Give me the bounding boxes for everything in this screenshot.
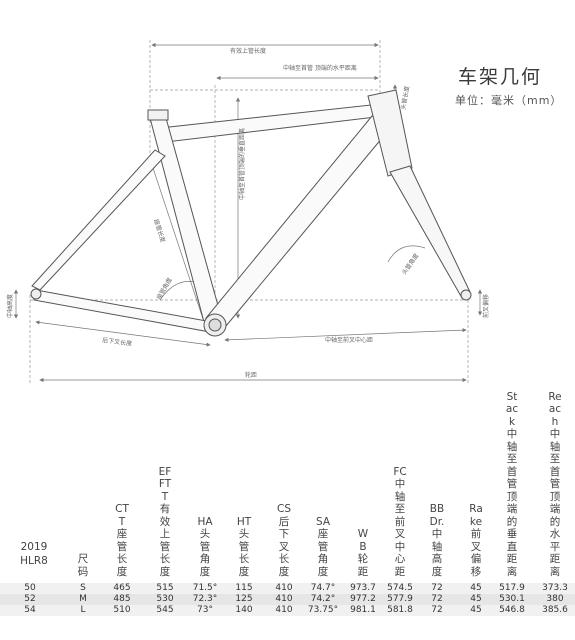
head-angle-arc bbox=[387, 245, 426, 263]
table-row bbox=[0, 605, 575, 616]
model-year-label: 2019 HLR8 bbox=[14, 540, 54, 568]
table-cell: 546.8 bbox=[499, 605, 525, 615]
table-cell: 410 bbox=[275, 605, 293, 615]
bike-frame bbox=[30, 89, 472, 337]
table-cell: 465 bbox=[113, 583, 131, 593]
table-cell: 74.2° bbox=[310, 594, 336, 604]
table-cell: 981.1 bbox=[350, 605, 376, 615]
label-seat-tube: 座管长度 bbox=[152, 218, 167, 243]
table-cell: 115 bbox=[235, 583, 253, 593]
row-label: 50 bbox=[24, 583, 36, 593]
table-cell: 385.6 bbox=[542, 605, 568, 615]
year-text: 2019 bbox=[20, 541, 48, 553]
table-cell: 71.5° bbox=[192, 583, 218, 593]
column-header-10: Rake前叉偏移 bbox=[469, 503, 483, 578]
table-row bbox=[0, 594, 575, 605]
table-cell: 125 bbox=[235, 594, 253, 604]
table-cell: 72 bbox=[431, 583, 443, 593]
column-header-11: Stack中轴至首管顶端的垂直距离 bbox=[505, 390, 519, 578]
column-header-7: WB轮距 bbox=[357, 528, 369, 578]
table-cell: 73.75° bbox=[307, 605, 339, 615]
label-fork-offset: 前叉偏移 bbox=[482, 294, 490, 318]
table-cell: 517.9 bbox=[499, 583, 525, 593]
table-cell: 45 bbox=[470, 594, 482, 604]
table-cell: 485 bbox=[113, 594, 131, 604]
column-header-8: FC中轴至前叉中心距 bbox=[393, 465, 407, 578]
table-cell: 73° bbox=[197, 605, 213, 615]
table-cell: 973.7 bbox=[350, 583, 376, 593]
table-cell: 45 bbox=[470, 583, 482, 593]
table-cell: 373.3 bbox=[542, 583, 568, 593]
label-seat-angle: 座管角度 bbox=[155, 276, 174, 301]
chainstay-dim bbox=[35, 320, 211, 347]
column-header-5: CS后下叉长度 bbox=[277, 503, 291, 578]
row-label: 54 bbox=[24, 605, 36, 615]
label-wheelbase: 轮距 bbox=[245, 371, 257, 379]
label-front-center: 中轴至前叉中心距 bbox=[325, 336, 373, 344]
page-title: 车架几何 bbox=[458, 66, 543, 88]
label-bb-drop: 中轴高度 bbox=[6, 294, 14, 318]
label-effective-top-tube: 有效上管长度 bbox=[230, 47, 266, 55]
table-cell: 574.5 bbox=[387, 583, 413, 593]
table-cell: 515 bbox=[156, 583, 174, 593]
column-header-4: HT头管长度 bbox=[236, 515, 252, 578]
model-text: HLR8 bbox=[20, 555, 48, 567]
seat-tube-dim bbox=[151, 164, 206, 326]
column-header-9: BBDr.中轴高度 bbox=[429, 503, 445, 578]
table-cell: 74.7° bbox=[310, 583, 336, 593]
table-cell: 581.8 bbox=[387, 605, 413, 615]
table-cell: 530.1 bbox=[499, 594, 525, 604]
table-cell: 380 bbox=[546, 594, 564, 604]
label-head-angle: 头管角度 bbox=[400, 252, 420, 276]
table-cell: 72 bbox=[431, 605, 443, 615]
frame-geometry-diagram: 有效上管长度 中轴至首管 顶端的水平距离 中轴至首管顶端的垂直距离 座管长度 座… bbox=[6, 40, 490, 385]
table-cell: M bbox=[79, 594, 87, 604]
column-header-1: CTT座管长度 bbox=[115, 503, 129, 578]
table-cell: 510 bbox=[113, 605, 131, 615]
table-cell: L bbox=[80, 605, 86, 615]
row-label: 52 bbox=[24, 594, 36, 604]
table-cell: 45 bbox=[470, 605, 482, 615]
label-head-tube: 头管长度 bbox=[399, 85, 411, 110]
label-chainstay: 后下叉长度 bbox=[102, 336, 133, 348]
table-cell: 530 bbox=[156, 594, 174, 604]
label-stack: 中轴至首管顶端的垂直距离 bbox=[238, 128, 246, 200]
table-cell: 577.9 bbox=[387, 594, 413, 604]
table-cell: 410 bbox=[275, 594, 293, 604]
table-cell: 410 bbox=[275, 583, 293, 593]
column-header-6: SA座管角度 bbox=[315, 515, 331, 578]
column-header-0: 尺码 bbox=[77, 553, 89, 578]
table-cell: 977.2 bbox=[350, 594, 376, 604]
column-header-2: EFFTT有效上管长度 bbox=[158, 465, 172, 578]
label-reach: 中轴至首管 顶端的水平距离 bbox=[283, 64, 357, 72]
front-center-dim bbox=[224, 328, 467, 342]
column-header-3: HA头管角度 bbox=[197, 515, 213, 578]
table-cell: 72 bbox=[431, 594, 443, 604]
table-cell: S bbox=[80, 583, 86, 593]
seat-angle-arc bbox=[159, 281, 196, 301]
table-cell: 140 bbox=[235, 605, 253, 615]
column-header-12: Reach中轴至首管顶端的水平距离 bbox=[548, 390, 562, 578]
table-row bbox=[0, 583, 575, 594]
table-cell: 545 bbox=[156, 605, 174, 615]
unit-label: 单位：毫米（mm） bbox=[455, 94, 563, 107]
table-cell: 72.3° bbox=[192, 594, 218, 604]
